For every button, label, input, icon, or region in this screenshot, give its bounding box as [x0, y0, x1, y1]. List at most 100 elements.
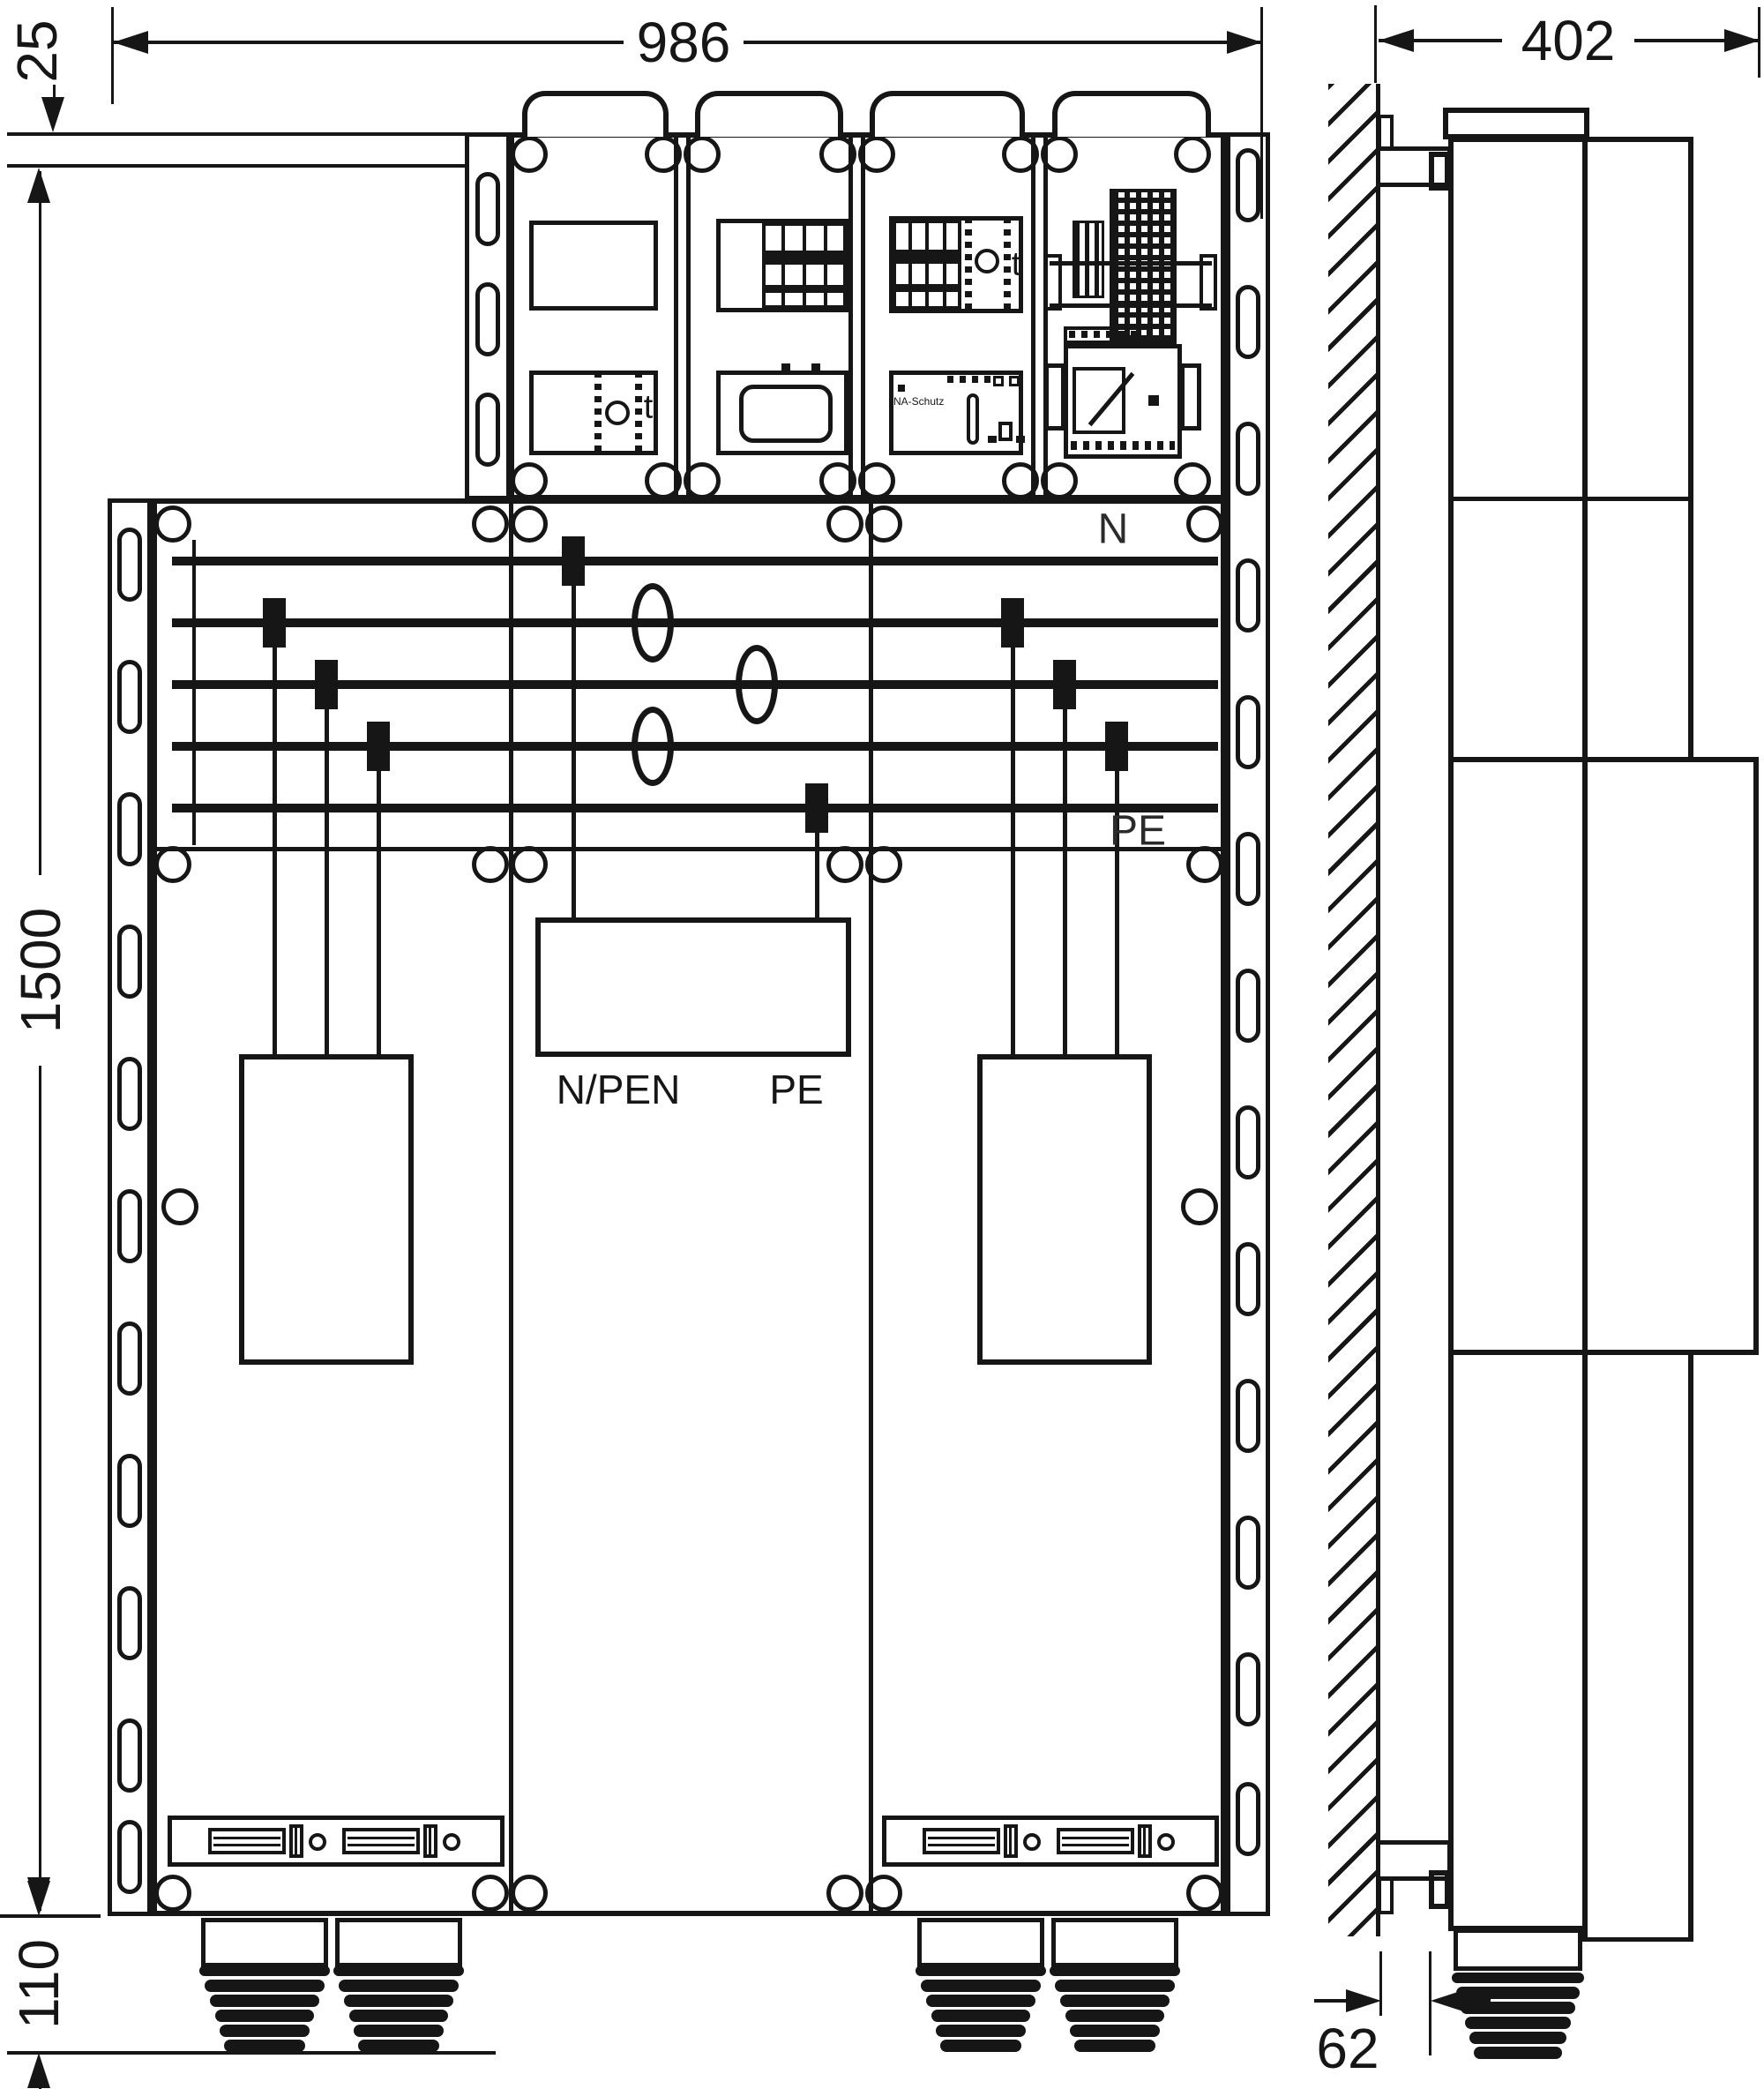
na-schutz-component [993, 376, 1004, 386]
screw-circle [472, 1875, 509, 1912]
cable-rail-right [882, 1816, 1219, 1867]
busbar-n-label: N [1097, 505, 1129, 553]
relay-module [716, 371, 848, 455]
breaker-module-poles [781, 222, 785, 309]
busbar-n [172, 557, 1218, 565]
screw-circle [161, 1188, 198, 1225]
cable-gland-side [1452, 1973, 1584, 1983]
keyhole-slot-icon [117, 660, 142, 734]
terminal-stack [1073, 221, 1104, 298]
dim-depth-label: 402 [1510, 8, 1626, 73]
cable-rail-left [168, 1816, 505, 1867]
cable-gland [936, 2025, 1026, 2037]
timer-breaker-poles [943, 220, 946, 310]
keyhole-slot-icon [1236, 1105, 1260, 1179]
cable-gland [344, 1995, 453, 2007]
cable-gland [349, 2010, 448, 2022]
cable-clamp [213, 1837, 280, 1839]
keyhole-slot-icon [117, 1586, 142, 1660]
cable-clamp-screw [309, 1833, 326, 1851]
lid-arch [695, 91, 843, 137]
cable-clamp [928, 1844, 995, 1846]
dim-62-shaft [1314, 1999, 1348, 2003]
din-rail-endcap [1200, 254, 1217, 311]
cable-clamp [1057, 1828, 1134, 1854]
keyhole-slot-icon [1236, 1379, 1260, 1453]
na-schutz-component [988, 436, 997, 443]
cable-clamp-screw [1157, 1833, 1175, 1851]
wall-hatching [1328, 84, 1378, 1936]
side-back-edge [1448, 137, 1454, 1931]
wire-drop [815, 808, 819, 917]
keyhole-slot-icon [117, 1322, 142, 1396]
dim-gland-height-label: 110 [0, 1936, 78, 2032]
cable-gland [926, 1995, 1035, 2007]
meter-module [1064, 344, 1182, 459]
keyhole-slot-icon [1236, 969, 1260, 1043]
keyhole-slot-icon [117, 1820, 142, 1894]
busbar-support-line [192, 540, 196, 845]
cable-gland [1055, 1980, 1175, 1992]
screw-circle [826, 846, 863, 883]
timer-module-2 [529, 371, 658, 455]
lid-arch [522, 91, 669, 137]
cable-clamp [289, 1824, 303, 1858]
cable-gland [205, 1980, 325, 1992]
mccb-left [239, 1054, 414, 1365]
keyhole-slot-icon [1236, 1242, 1260, 1316]
keyhole-slot-icon [117, 528, 142, 602]
timer-module-detail [1004, 220, 1011, 310]
relay-module-window [739, 385, 833, 443]
dim-25-shaft [53, 85, 56, 122]
timer-device-label-2: t [643, 388, 654, 426]
main-section-body [152, 498, 1226, 1916]
dim-986-line [113, 41, 624, 44]
bay-divider [848, 138, 853, 495]
screw-circle [826, 1875, 863, 1912]
keyhole-slot-icon [117, 1454, 142, 1528]
busbar-pe-label: PE [1109, 807, 1167, 855]
screw-circle [1186, 846, 1223, 883]
keyhole-slot-icon [1236, 558, 1260, 633]
breaker-module-poles [803, 222, 806, 309]
cable-clamp [1143, 1828, 1146, 1854]
screw-circle [472, 846, 509, 883]
screw-circle [472, 505, 509, 543]
top-flange [465, 132, 511, 500]
dim-1500-shaft [39, 171, 41, 875]
cable-gland-side [1461, 2002, 1575, 2014]
cable-gland-side [1474, 2047, 1562, 2059]
timer-breaker-poles [908, 220, 912, 310]
screw-circle [1174, 136, 1211, 173]
cable-gland [220, 2025, 310, 2037]
cable-clamp [213, 1844, 280, 1846]
wire-drop [377, 746, 381, 1054]
din-rail [1050, 261, 1212, 266]
din-rail-endcap [1180, 363, 1201, 431]
cover-seam [509, 504, 513, 1911]
relay-module-tab [811, 363, 820, 372]
wire-drop [273, 623, 277, 1054]
reference-line [7, 132, 507, 136]
cable-clamp [1004, 1824, 1018, 1858]
keyhole-slot-icon [1236, 695, 1260, 769]
timer-device-label-1: t [1011, 245, 1021, 283]
cable-gland [1050, 1965, 1180, 1976]
terminal-npen-label: N/PEN [556, 1067, 681, 1112]
cable-clamp [928, 1837, 995, 1839]
cable-clamp [1009, 1828, 1012, 1854]
busbar-l3 [172, 742, 1218, 751]
wire-drop [1011, 623, 1015, 1054]
cable-clamp [1062, 1837, 1129, 1839]
keyhole-slot-icon [1236, 285, 1260, 359]
dim-1500-shaft [39, 1066, 41, 1911]
dim-62-extension [1379, 1951, 1382, 2075]
cable-gland [940, 2040, 1021, 2052]
keyhole-slot-icon [1236, 1782, 1260, 1856]
side-seam [1448, 497, 1692, 501]
cable-gland [199, 1965, 330, 1976]
terminal-block-stack [1110, 189, 1177, 344]
cable-clamp [348, 1837, 415, 1839]
cable-gland [916, 1965, 1046, 1976]
